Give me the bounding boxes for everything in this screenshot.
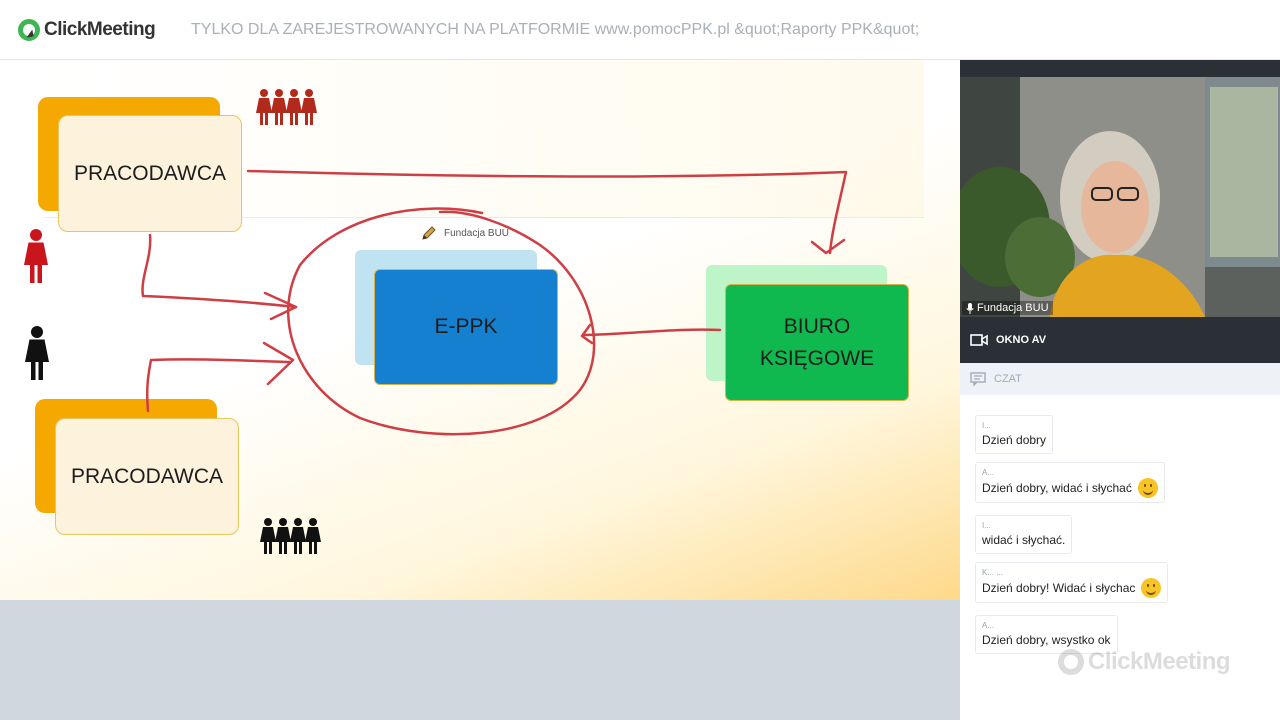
employer-top-box [58,115,242,232]
webcam-frame [960,77,1280,317]
employee-group-top-icon [256,89,317,125]
office-label-line2: KSIĘGOWE [759,346,875,370]
eppk-box [374,269,558,385]
annotator-name: Fundacja BUU [444,227,510,239]
chat-message: A... Dzień dobry, widać i słychać [975,462,1165,503]
chat-message-author: A... [982,468,995,477]
chat-message: I... widać i słychać. [975,515,1073,554]
presentation-slide[interactable]: PRACODAWCA PRACODAWCA E-PPK BIURO KSIĘGO… [0,60,960,600]
top-bar: ClickMeeting TYLKO DLA ZAREJESTROWANYCH … [0,0,1280,60]
chat-message: I... Dzień dobry [975,415,1054,454]
chat-message: K... ... Dzień dobry! Widać i słychac [975,562,1169,603]
employee-group-bottom-icon [260,518,321,554]
participant-name: Fundacja BUU [977,302,1049,314]
chat-message-body: Dzień dobry! Widać i słychac [982,581,1136,595]
employer-top-label: PRACODAWCA [73,161,227,185]
slide-drawing-layer [24,89,848,554]
chat-icon [970,372,986,386]
panel-top-strip [960,60,1280,77]
clickmeeting-logo-icon [18,19,40,41]
chat-message-author: I... [982,521,991,530]
woman-black-icon [25,326,49,380]
microphone-icon [966,302,974,314]
av-window-label: OKNO AV [996,334,1047,346]
chat-message-author: K... ... [982,568,1003,577]
logo-text: ClickMeeting [44,19,156,40]
clickmeeting-logo[interactable]: ClickMeeting [18,17,156,43]
chat-message: A... Dzień dobry, wsystko ok [975,615,1118,654]
chat-message-text: widać i słychać. [982,531,1065,549]
chat-message-author: A... [982,621,995,630]
employer-bottom-box [55,418,239,535]
annotation-strokes [141,169,848,436]
watermark-logo-icon [1058,649,1084,675]
office-box [725,284,909,401]
smiley-emoji-icon [1141,578,1162,598]
employer-bottom-label: PRACODAWCA [70,464,224,488]
chat-message-text: Dzień dobry, widać i słychać [982,478,1158,498]
eppk-label: E-PPK [434,315,498,338]
right-panel: Fundacja BUU OKNO AV CZAT I... Dzień dob… [960,60,1280,720]
woman-red-icon [24,229,48,283]
chat-message-body: widać i słychać. [982,533,1066,547]
chat-message-body: Dzień dobry, widać i słychać [982,481,1132,495]
chat-message-body: Dzień dobry [982,433,1047,447]
annotator-tag: Fundacja BUU [420,224,509,242]
chat-message-author: I... [982,421,991,430]
clickmeeting-watermark: ClickMeeting [1058,648,1231,676]
session-title: TYLKO DLA ZAREJESTROWANYCH NA PLATFORMIE… [191,21,920,38]
chat-message-text: Dzień dobry! Widać i słychac [982,578,1162,598]
webcam-video[interactable]: Fundacja BUU [960,77,1280,317]
video-camera-icon [970,334,988,346]
office-label: BIURO KSIĘGOWE [725,284,909,401]
chat-message-text: Dzień dobry, wsystko ok [982,631,1111,649]
chat-tab[interactable]: CZAT [960,363,1280,395]
chat-messages[interactable]: I... Dzień dobry A... Dzień dobry, widać… [960,395,1280,720]
watermark-text: ClickMeeting [1088,648,1231,675]
chat-label: CZAT [994,373,1022,385]
office-label-line1: BIURO [783,314,851,338]
smiley-emoji-icon [1137,478,1158,498]
av-window-tab[interactable]: OKNO AV [960,317,1280,363]
pencil-icon [422,226,436,240]
chat-message-text: Dzień dobry [982,431,1046,449]
participant-name-tag: Fundacja BUU [962,301,1053,315]
chat-message-body: Dzień dobry, wsystko ok [982,633,1111,647]
